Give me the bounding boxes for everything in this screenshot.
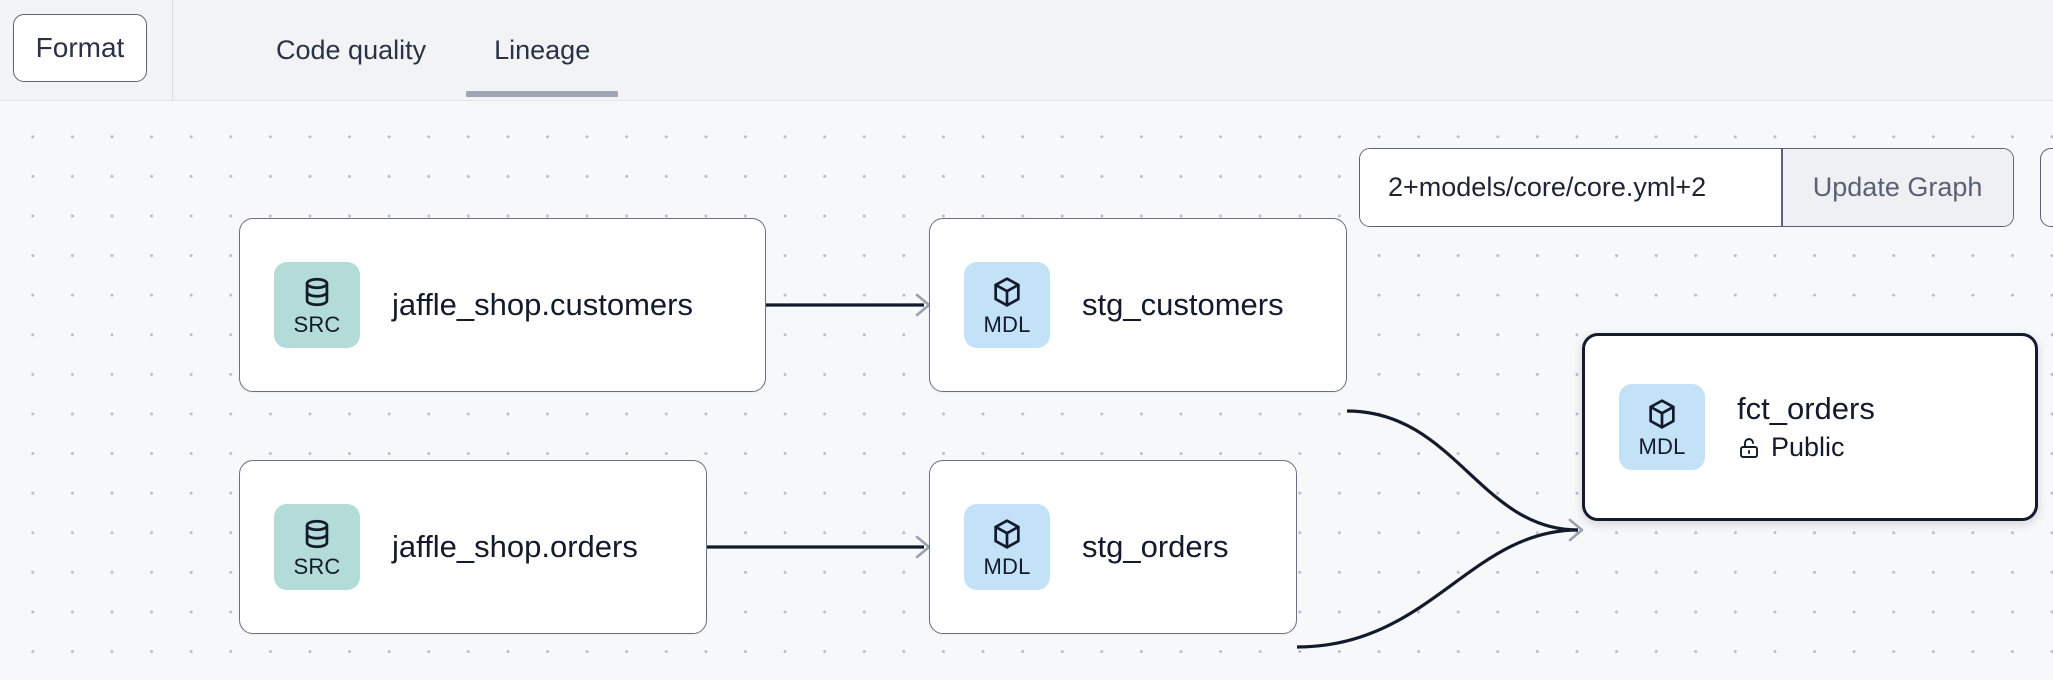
editor-toolbar: Format Code quality Lineage [0,0,2053,101]
side-panel-collapsed[interactable] [2040,148,2053,227]
node-access-badge: Public [1737,432,1875,463]
node-title: jaffle_shop.orders [392,529,638,565]
update-graph-button[interactable]: Update Graph [1782,149,2013,226]
node-title: jaffle_shop.customers [392,287,693,323]
node-kind-label: SRC [293,553,341,579]
lineage-canvas[interactable]: SRC jaffle_shop.customers SRC jaffle_sho… [0,101,2053,680]
cube-icon [994,276,1020,307]
lineage-node-src-customers[interactable]: SRC jaffle_shop.customers [239,218,766,392]
node-selector-input[interactable] [1360,149,1781,226]
tab-bar: Code quality Lineage [172,0,624,101]
edge-stg-customers-to-fct-orders [1346,409,1579,532]
arrowhead-icon [1568,518,1584,542]
lineage-edges [706,293,1584,649]
database-icon [305,519,329,548]
lineage-node-stg-customers[interactable]: MDL stg_customers [929,218,1347,392]
format-button[interactable]: Format [13,14,147,82]
tab-code-quality-label: Code quality [276,35,427,65]
cube-icon [994,518,1020,549]
node-kind-badge-mdl: MDL [964,262,1050,348]
active-tab-indicator [466,91,619,97]
tab-lineage[interactable]: Lineage [460,0,624,101]
node-kind-label: MDL [983,553,1031,579]
lineage-node-src-orders[interactable]: SRC jaffle_shop.orders [239,460,707,634]
cube-icon [1649,398,1675,429]
toolbar-divider [172,0,173,101]
node-text-block: jaffle_shop.customers [392,287,693,323]
tab-code-quality[interactable]: Code quality [242,0,460,101]
tab-lineage-label: Lineage [494,35,591,65]
database-icon [305,277,329,306]
node-text-block: stg_customers [1082,287,1284,323]
node-text-block: fct_orders Public [1737,391,1875,464]
node-title: fct_orders [1737,390,1875,426]
node-title: stg_orders [1082,529,1229,565]
node-kind-badge-src: SRC [274,262,360,348]
node-kind-label: SRC [293,311,341,337]
unlock-icon [1740,437,1758,458]
selector-divider [1781,149,1783,226]
node-selector-bar: Update Graph [1359,148,2014,227]
node-kind-badge-mdl: MDL [1619,384,1705,470]
node-kind-badge-src: SRC [274,504,360,590]
update-graph-label: Update Graph [1812,172,1983,202]
node-kind-label: MDL [1638,433,1686,459]
node-access-label: Public [1771,432,1845,463]
node-kind-label: MDL [983,311,1031,337]
edge-stg-orders-to-fct-orders [1296,528,1579,649]
node-title: stg_customers [1082,287,1284,323]
lineage-node-fct-orders[interactable]: MDL fct_orders Public [1582,333,2038,521]
node-text-block: stg_orders [1082,529,1228,565]
format-button-label: Format [35,32,125,63]
node-text-block: jaffle_shop.orders [392,529,638,565]
node-kind-badge-mdl: MDL [964,504,1050,590]
lineage-node-stg-orders[interactable]: MDL stg_orders [929,460,1297,634]
